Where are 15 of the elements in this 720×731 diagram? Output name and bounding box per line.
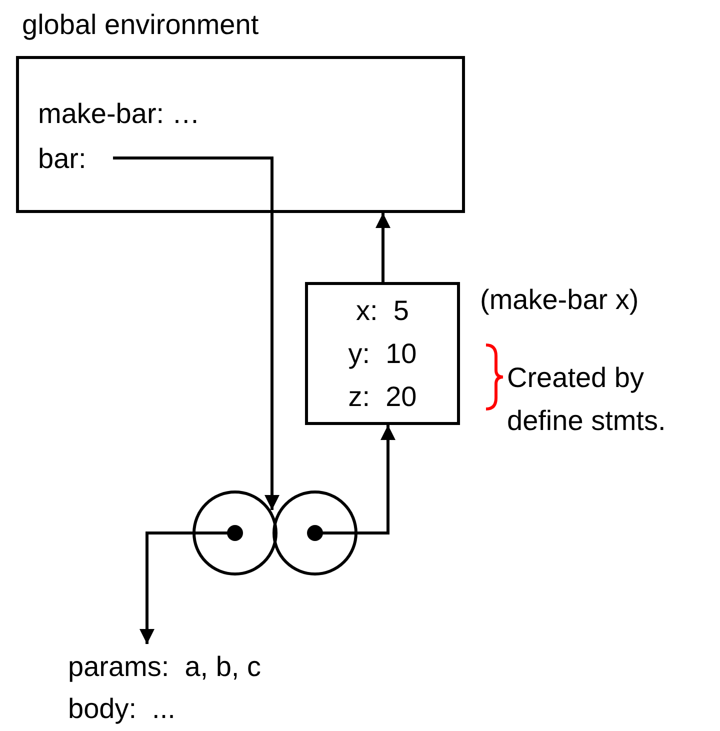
frame-box [305, 282, 460, 425]
arrow [376, 213, 390, 282]
frame-caption: (make-bar x) [480, 283, 639, 317]
pointer-circle [192, 490, 278, 576]
annotation-text: Created by define stmts. [507, 361, 667, 438]
binding-text: bar: [38, 139, 86, 179]
binding-text: z: 20 [348, 380, 417, 414]
procedure-text: body: ... [68, 692, 176, 726]
pointer-circle [272, 490, 358, 576]
procedure-text: params: a, b, c [68, 650, 261, 684]
binding-text: y: 10 [348, 337, 417, 371]
binding-text: x: 5 [356, 294, 409, 328]
binding-text: make-bar: … [38, 97, 200, 131]
arrow [113, 156, 280, 510]
heading: global environment [22, 8, 259, 42]
